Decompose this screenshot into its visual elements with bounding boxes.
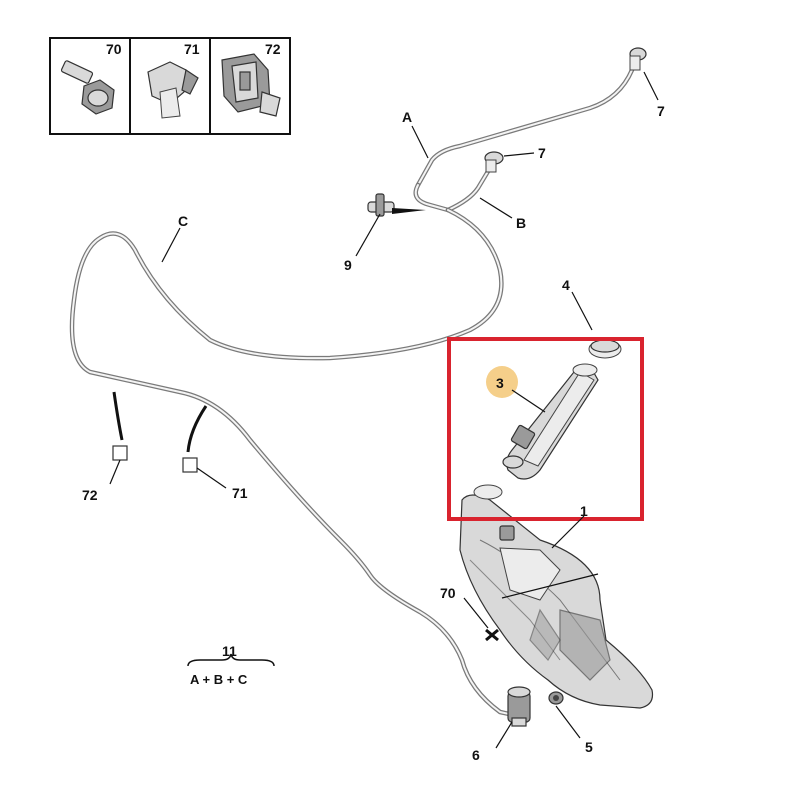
- callout-7-top: 7: [657, 103, 665, 119]
- callout-9: 9: [344, 257, 352, 273]
- part-3-badge: [486, 366, 518, 398]
- assembly-formula: A + B + C: [190, 672, 248, 687]
- bolt-mark-70: [485, 628, 499, 642]
- legend-71-label: 71: [184, 41, 200, 57]
- callout-b: B: [516, 215, 526, 231]
- leader-lines: [109, 71, 659, 749]
- legend-panel: 70 71 72: [49, 37, 291, 135]
- callout-71: 71: [232, 485, 248, 501]
- bolt-icon: [60, 60, 115, 115]
- nozzle-top-icon: [629, 47, 647, 71]
- highlight-frame: [447, 337, 644, 521]
- legend-72-label: 72: [265, 41, 281, 57]
- pump-icon: [507, 686, 531, 727]
- hose-b: [445, 165, 493, 213]
- filler-neck-icon: [502, 363, 599, 480]
- callout-1: 1: [580, 503, 588, 519]
- seal-icon: [548, 691, 564, 705]
- nozzle-middle-icon: [484, 151, 504, 173]
- callout-3: 3: [496, 375, 504, 391]
- callout-c: C: [178, 213, 188, 229]
- callout-5: 5: [585, 739, 593, 755]
- hose-network: [69, 67, 635, 719]
- filler-cap-icon: [588, 339, 622, 359]
- hose-clip-71: [182, 405, 208, 473]
- callout-72: 72: [82, 487, 98, 503]
- callout-70: 70: [440, 585, 456, 601]
- callout-6: 6: [472, 747, 480, 763]
- callout-4: 4: [562, 277, 570, 293]
- assembly-number: 11: [222, 643, 237, 659]
- assembly-brace: [187, 653, 275, 667]
- legend-70-label: 70: [106, 41, 122, 57]
- hose-clip-72: [112, 391, 128, 461]
- callout-7-middle: 7: [538, 145, 546, 161]
- connector-clip-icon: [221, 53, 281, 117]
- clip-icon: [147, 61, 199, 119]
- reservoir-icon: [459, 484, 654, 709]
- assembly-note: 11 A + B + C: [187, 643, 275, 687]
- t-connector-icon: [367, 193, 426, 217]
- callout-a: A: [402, 109, 412, 125]
